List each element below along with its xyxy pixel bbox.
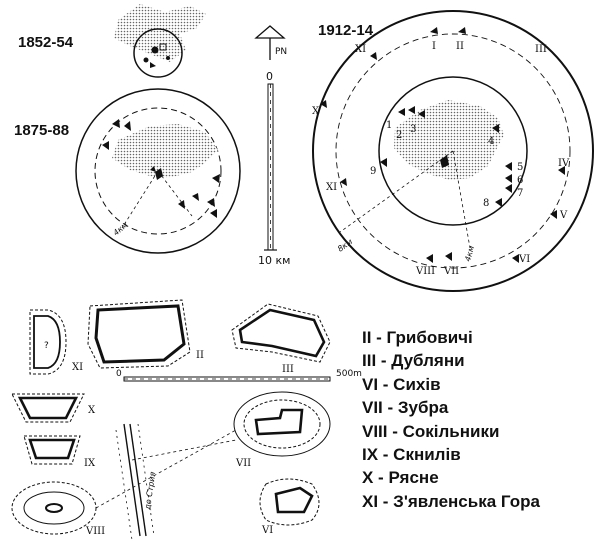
- plan-question-mark: ?: [44, 341, 49, 351]
- distance-4km-1912: 4км: [463, 245, 476, 263]
- distance-4km-1875: 4км: [112, 220, 130, 237]
- city-area-1852: [114, 4, 206, 62]
- north-label: PN: [275, 47, 287, 57]
- city-area-1912: [394, 100, 504, 180]
- ring-inner-1912: [378, 76, 528, 226]
- plan-label-VII: VII: [235, 458, 251, 469]
- plan-VIII: [11, 481, 97, 535]
- radius-4km-1912: [452, 150, 471, 249]
- ring-middle-1912: [335, 33, 571, 269]
- fortifications-1875: [102, 119, 220, 218]
- ring-outer-1912: [312, 10, 594, 292]
- fort-numeral-II: II: [456, 41, 464, 52]
- connector-lines: [95, 429, 237, 509]
- legend-item-VI: VI - Сихів: [362, 374, 441, 394]
- fort-numeral-VIII: VIII: [415, 266, 435, 277]
- plan-IX: [23, 435, 81, 465]
- inner-number-1: 1: [386, 120, 392, 131]
- legend: II - Грибовичі III - Дубляни VI - Сихів …: [362, 326, 540, 513]
- plan-label-XI: XI: [72, 362, 83, 373]
- north-arrow: [254, 25, 286, 60]
- radius-4km-1875-b: [157, 170, 193, 217]
- legend-item-III: III - Дубляни: [362, 351, 465, 371]
- road-to-stryi: [115, 423, 155, 541]
- period-label-1852: 1852-54: [18, 34, 74, 51]
- scale-main-zero: 0: [266, 70, 273, 83]
- plan-X: [11, 393, 85, 423]
- plan-label-VIII: VIII: [85, 526, 105, 537]
- plan-VII: [233, 391, 331, 457]
- inner-number-7: 7: [517, 188, 523, 199]
- legend-item-II: II - Грибовичі: [362, 328, 473, 347]
- plan-XI: [29, 309, 67, 375]
- period-label-1875: 1875-88: [14, 122, 69, 139]
- road-label: до Стрия: [143, 471, 157, 511]
- legend-item-IX: IX - Скнилів: [362, 445, 461, 465]
- fortifications-1912: [320, 27, 565, 263]
- inner-number-8: 8: [483, 198, 489, 209]
- fort-numeral-III: III: [535, 44, 547, 55]
- scale-bar-main: [264, 83, 277, 251]
- plan-VI: [259, 478, 320, 526]
- radius-8km-1912: [339, 150, 454, 233]
- inner-number-9: 9: [370, 166, 376, 177]
- inner-number-6: 6: [517, 175, 523, 186]
- fort-numeral-I: I: [432, 41, 436, 52]
- plan-label-X: X: [88, 405, 96, 416]
- fort-numeral-VII: VII: [443, 266, 459, 277]
- fort-numeral-VI: VI: [518, 254, 530, 265]
- legend-item-X: X - Рясне: [362, 468, 439, 488]
- plan-label-II: II: [196, 350, 204, 361]
- fort-numeral-XI-1912: XI: [326, 182, 337, 193]
- scale-small-end: 500m: [336, 369, 362, 379]
- plan-label-III: III: [282, 364, 294, 375]
- plan-II: [87, 299, 191, 369]
- scale-bar-small: [123, 376, 331, 382]
- ring-8km-1875: [75, 88, 241, 254]
- radius-4km-1875: [121, 170, 159, 229]
- fort-numeral-V: V: [559, 210, 568, 221]
- fortifications-1852: [143, 43, 170, 68]
- plan-label-IX: IX: [84, 458, 96, 469]
- scale-main-ten: 10 км: [258, 254, 290, 267]
- inner-number-5: 5: [517, 162, 523, 173]
- fort-numeral-XI-top: XI: [355, 44, 366, 55]
- period-label-1912: 1912-14: [318, 22, 374, 39]
- inner-number-3: 3: [410, 124, 416, 135]
- legend-item-XI: XI - З'явленська Гора: [362, 491, 540, 511]
- fortress-ring-1852: [133, 28, 183, 78]
- legend-item-VII: VII - Зубра: [362, 398, 449, 418]
- legend-item-VIII: VIII - Сокільники: [362, 421, 500, 441]
- ring-4km-1875: [94, 107, 222, 235]
- inner-number-2: 2: [396, 130, 402, 141]
- fort-numeral-IV: IV: [558, 158, 570, 169]
- city-area-1875: [112, 124, 218, 178]
- plan-label-VI: VI: [261, 525, 273, 536]
- scale-small-zero: 0: [116, 369, 122, 379]
- inner-number-4: 4: [488, 136, 494, 147]
- plan-III: [231, 303, 331, 363]
- fort-numeral-X: X: [312, 106, 320, 117]
- distance-8km-1912: 8км: [336, 237, 354, 254]
